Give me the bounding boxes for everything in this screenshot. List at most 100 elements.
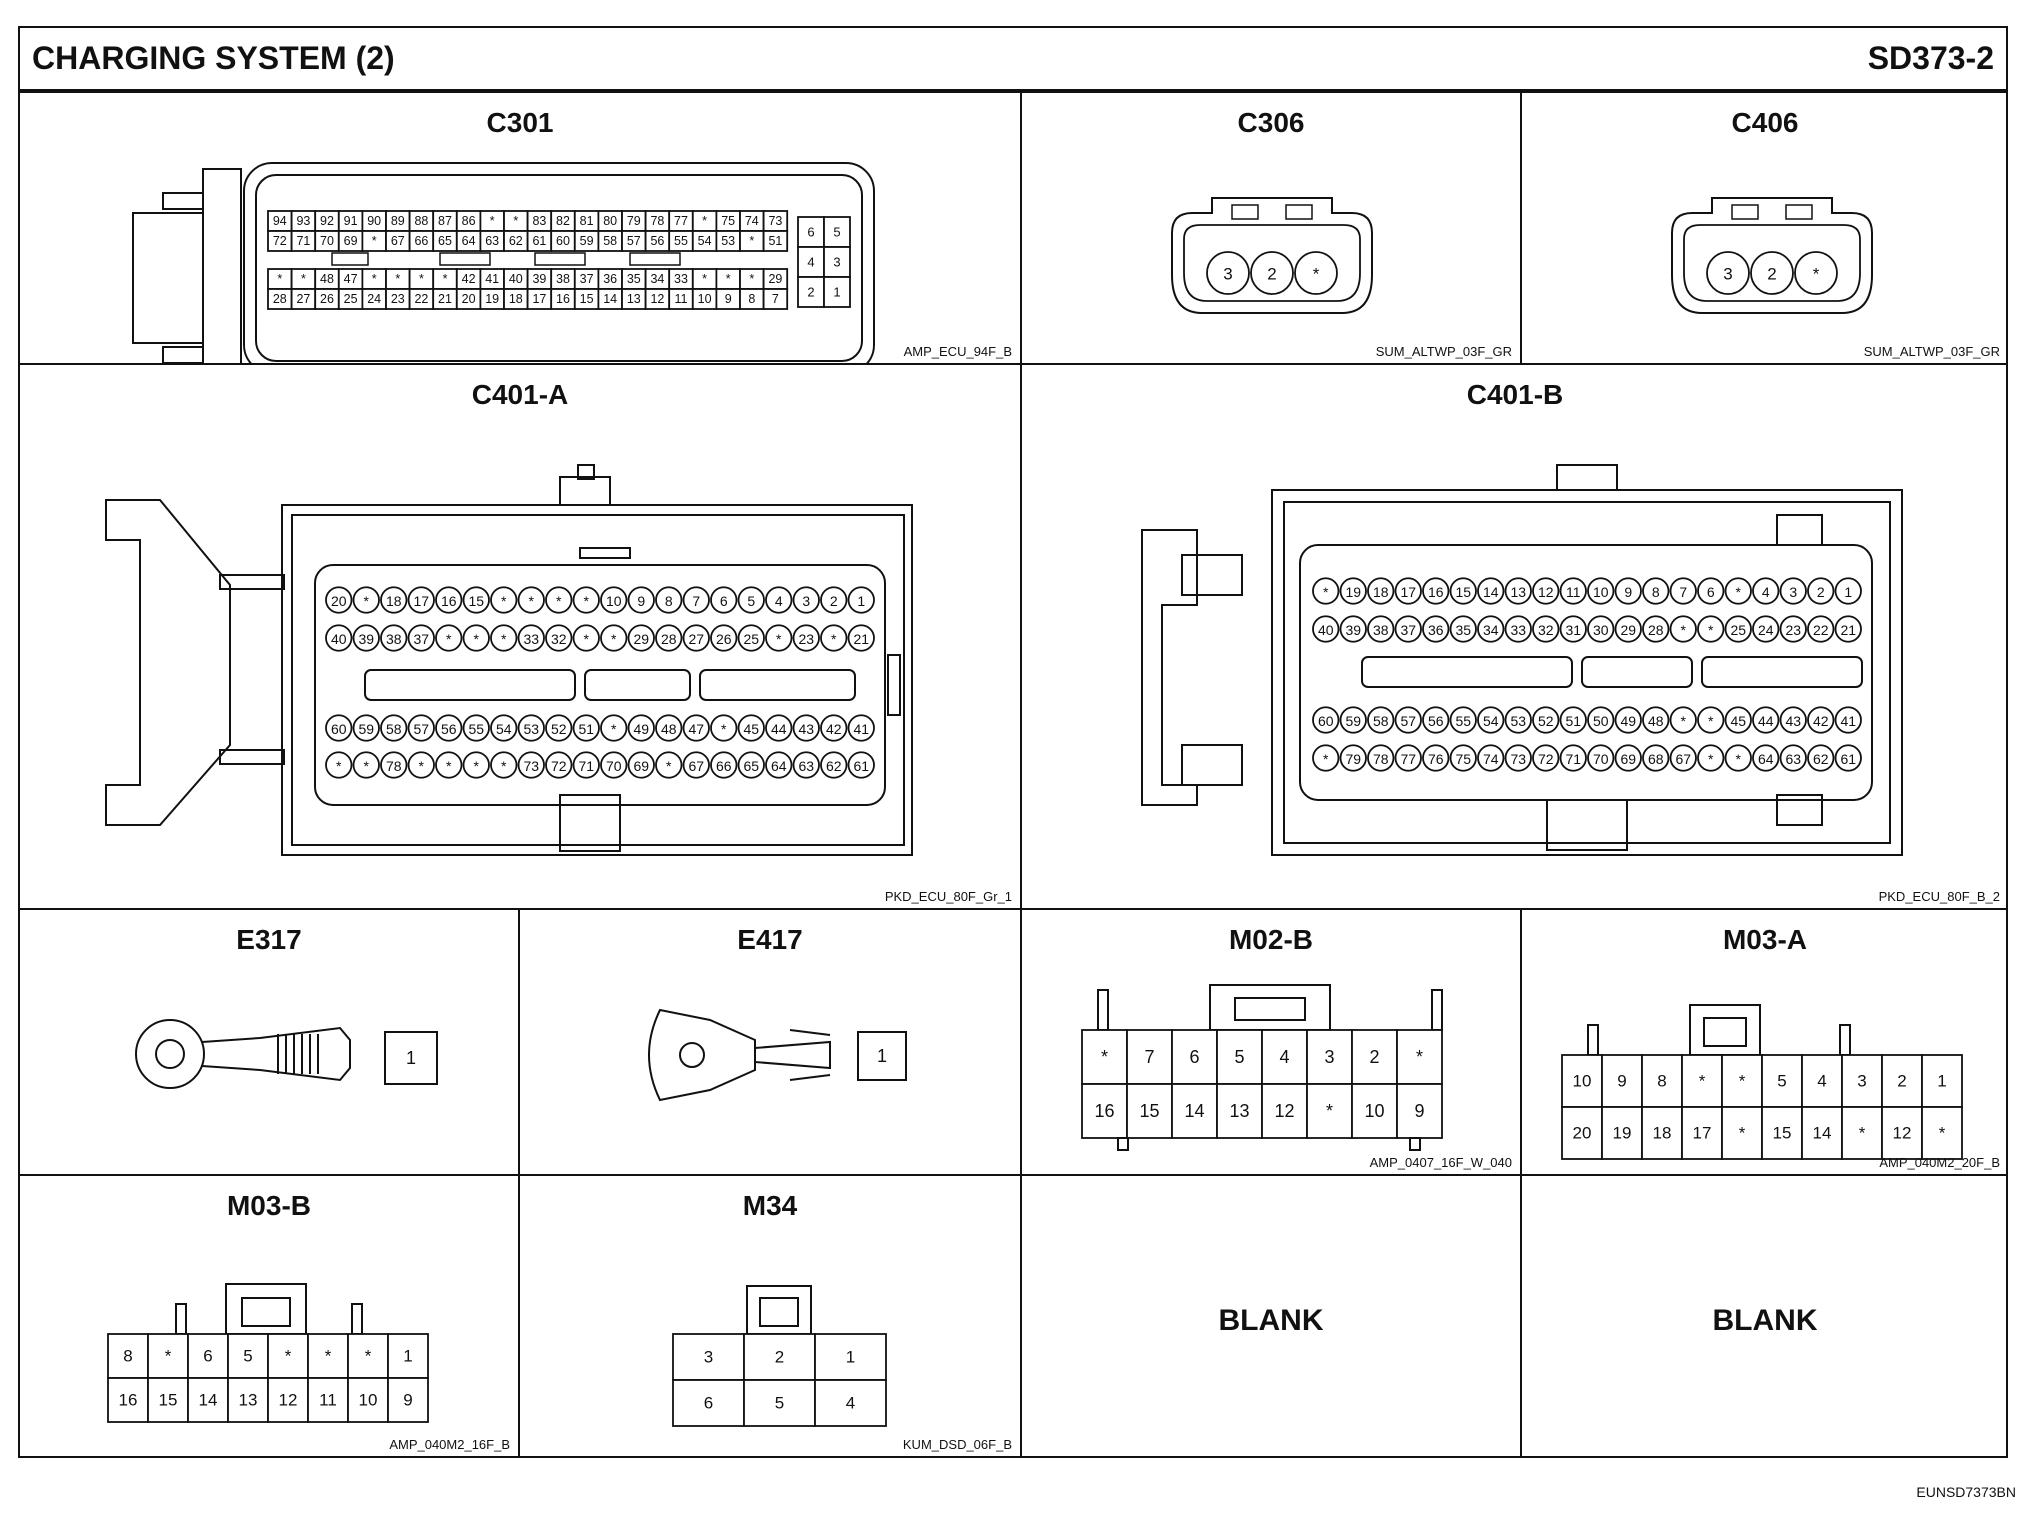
pin-label: * — [1326, 1101, 1333, 1121]
pin-label: 14 — [199, 1391, 218, 1410]
pin-label: 79 — [627, 214, 641, 228]
pin-circle — [1614, 615, 1642, 643]
pin-circle — [792, 714, 820, 742]
pin-circle — [1587, 744, 1615, 772]
pin-label: 2 — [807, 285, 814, 300]
pin-label: 18 — [1373, 584, 1389, 600]
pin-label: 2 — [1369, 1047, 1379, 1067]
pin-label: 66 — [414, 234, 428, 248]
pin-field — [314, 564, 886, 806]
pin-label: 3 — [1723, 265, 1732, 284]
footer-code: EUNSD7373BN — [1916, 1484, 2016, 1500]
pin-circle — [1724, 615, 1752, 643]
pin-circle — [545, 714, 573, 742]
pin-circle — [847, 624, 875, 652]
pin-label: 4 — [1762, 584, 1770, 600]
pin-label: 6 — [1189, 1047, 1199, 1067]
pin-circle — [1504, 706, 1532, 734]
guide-post — [1431, 989, 1443, 1031]
pin-label: 78 — [386, 758, 402, 774]
pin-circle — [1449, 615, 1477, 643]
pin-circle — [792, 624, 820, 652]
pin-label: 86 — [462, 214, 476, 228]
pin-label: 19 — [1345, 584, 1361, 600]
pin-cell — [762, 230, 789, 252]
pin-label: * — [1813, 265, 1820, 284]
pin-label: 19 — [485, 292, 499, 306]
pin-label: 35 — [1455, 622, 1471, 638]
center-key — [364, 669, 576, 701]
pin-label: 38 — [556, 272, 570, 286]
pin-label: 94 — [273, 214, 287, 228]
pin-label: 92 — [320, 214, 334, 228]
pin-label: 51 — [578, 721, 594, 737]
pin-label: 6 — [720, 593, 728, 609]
pin-label: 17 — [1400, 584, 1416, 600]
bottom-latch — [1776, 794, 1823, 826]
pin-label: 60 — [556, 234, 570, 248]
connector-ref-m34: KUM_DSD_06F_B — [902, 1437, 1012, 1452]
pin-label: 54 — [1483, 713, 1499, 729]
pin-label: * — [1736, 751, 1742, 767]
pin-label: 1 — [833, 285, 840, 300]
pin-circle — [655, 586, 683, 614]
pin-circle — [1750, 251, 1794, 295]
pin-label: 22 — [1813, 622, 1829, 638]
pin-label: 69 — [1620, 751, 1636, 767]
pin-circle — [682, 586, 710, 614]
connector-ref-c401a: PKD_ECU_80F_Gr_1 — [884, 889, 1012, 904]
pin-circle — [627, 586, 655, 614]
pin-label: 79 — [1345, 751, 1361, 767]
guide-post — [1587, 1024, 1599, 1056]
pin-label: 67 — [1675, 751, 1691, 767]
pin-label: 37 — [580, 272, 594, 286]
pin-circle — [517, 624, 545, 652]
pin-label: 6 — [807, 225, 814, 240]
latch-housing — [1209, 984, 1331, 1031]
pin-label: 66 — [716, 758, 732, 774]
bracket-pin — [219, 574, 285, 590]
pin-circle — [1312, 706, 1340, 734]
connector-body-inner — [291, 514, 905, 846]
latch — [759, 1297, 799, 1327]
pin-circle — [490, 714, 518, 742]
pin-circle — [1532, 615, 1560, 643]
connector-ref-c401b: PKD_ECU_80F_B_2 — [1878, 889, 2000, 904]
pin-cell — [814, 1379, 887, 1427]
pin-label: 33 — [523, 631, 539, 647]
pin-cell — [743, 1379, 816, 1427]
top-latch — [579, 547, 631, 559]
pin-circle — [435, 624, 463, 652]
pin-label: 83 — [532, 214, 546, 228]
pin-circle — [1504, 615, 1532, 643]
pin-label: 9 — [1617, 1072, 1626, 1091]
pin-label: 48 — [320, 272, 334, 286]
pin-label: 69 — [633, 758, 649, 774]
pin-label: 7 — [772, 292, 779, 306]
pin-circle — [352, 586, 380, 614]
pin-label: 4 — [1817, 1072, 1826, 1091]
pin-circle — [1697, 615, 1725, 643]
pin-label: 42 — [826, 721, 842, 737]
pin-label: 78 — [1373, 751, 1389, 767]
pin-label: 8 — [123, 1347, 132, 1366]
pin-label: 31 — [1565, 622, 1581, 638]
pin-label: 28 — [1648, 622, 1664, 638]
pin-label: 90 — [367, 214, 381, 228]
pin-label: 53 — [721, 234, 735, 248]
pin-label: 1 — [877, 1046, 887, 1066]
pin-label: 45 — [1730, 713, 1746, 729]
pin-circle — [847, 586, 875, 614]
pin-circle — [682, 624, 710, 652]
connector-ref-c306: SUM_ALTWP_03F_GR — [1375, 344, 1512, 359]
pin-label: 63 — [798, 758, 814, 774]
pin-label: * — [611, 721, 617, 737]
pin-label: 58 — [603, 234, 617, 248]
pin-label: 4 — [1279, 1047, 1289, 1067]
pin-label: 55 — [674, 234, 688, 248]
pin-label: 3 — [1857, 1072, 1866, 1091]
pin-circle — [325, 751, 353, 779]
